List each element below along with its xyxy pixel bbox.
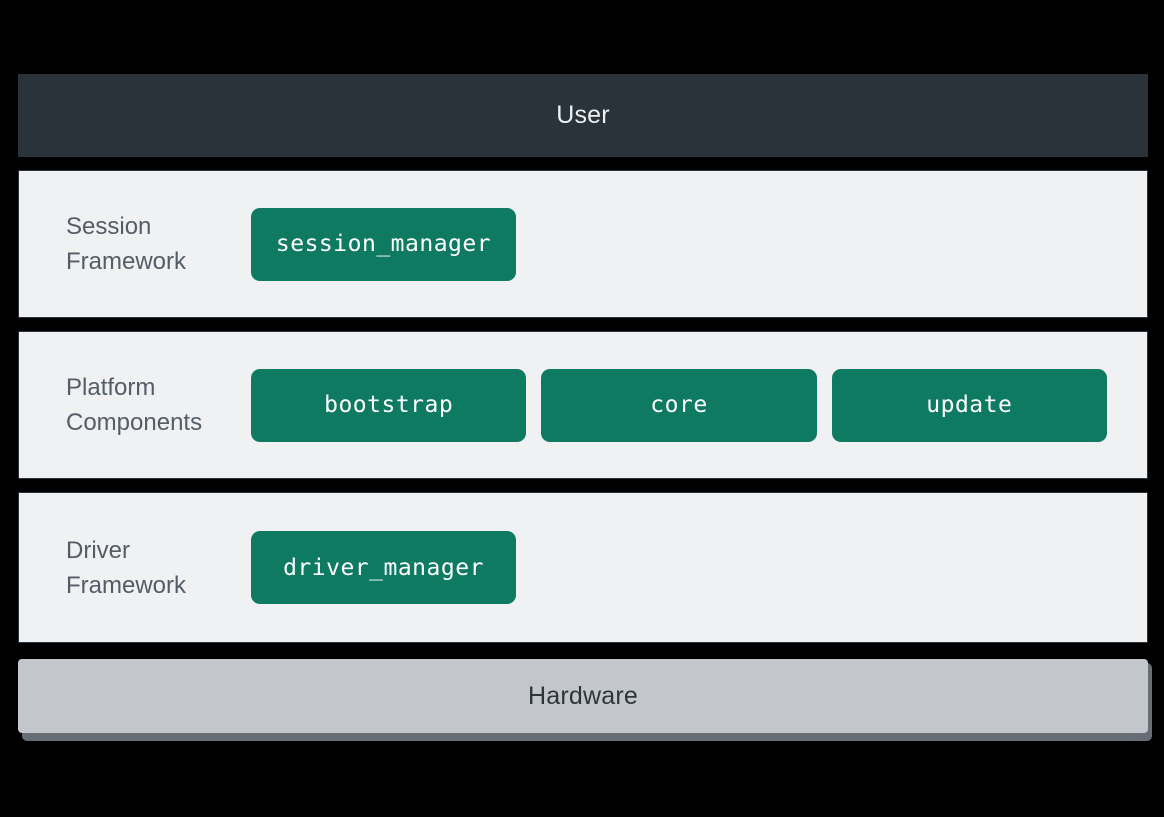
user-layer-label: User <box>556 101 610 129</box>
architecture-stack: User Session Framework session_manager P… <box>18 74 1152 741</box>
layer-driver-framework-components: driver_manager <box>251 531 1147 604</box>
layer-session-framework: Session Framework session_manager <box>18 170 1148 318</box>
layer-label-line2: Framework <box>66 571 187 599</box>
layer-label-line2: Components <box>66 409 203 436</box>
layer-platform-components: Platform Components bootstrap core updat… <box>18 331 1148 479</box>
layer-label-line1: Platform <box>66 374 156 401</box>
layer-label-line1: Session <box>66 213 152 240</box>
layer-session-framework-components: session_manager <box>251 207 1147 281</box>
layer-session-framework-label: Session Framework <box>19 209 251 279</box>
hardware-bar: Hardware <box>18 659 1148 733</box>
layer-label-line2: Framework <box>66 248 187 275</box>
layer-platform-components-label: Platform Components <box>19 370 251 440</box>
user-layer-bar: User <box>18 74 1148 157</box>
component-core[interactable]: core <box>541 368 817 442</box>
hardware-layer-label: Hardware <box>528 681 638 710</box>
component-session-manager[interactable]: session_manager <box>251 207 516 281</box>
layer-driver-framework: Driver Framework driver_manager <box>18 492 1148 643</box>
component-driver-manager[interactable]: driver_manager <box>251 531 516 604</box>
component-update[interactable]: update <box>831 368 1107 442</box>
component-bootstrap[interactable]: bootstrap <box>251 368 527 442</box>
layer-platform-components-components: bootstrap core update <box>251 368 1147 442</box>
layer-label-line1: Driver <box>66 536 130 564</box>
hardware-layer: Hardware <box>18 659 1152 741</box>
layer-driver-framework-label: Driver Framework <box>19 533 251 603</box>
